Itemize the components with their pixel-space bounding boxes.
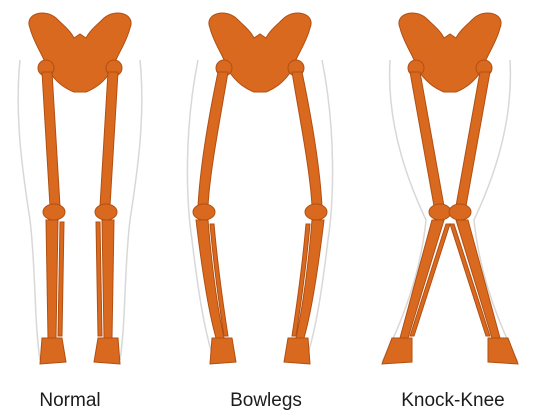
- skeleton-legs-normal-icon: [0, 0, 178, 380]
- skeleton-legs-bowlegs-icon: [180, 0, 358, 380]
- skeleton-legs-knock-knee-icon: [360, 0, 536, 380]
- bowlegs-caption: Bowlegs: [186, 390, 346, 414]
- bowlegs-figure: [180, 0, 358, 380]
- normal-caption: Normal: [10, 390, 130, 414]
- knock-knee-caption: Knock-Knee: [378, 390, 528, 414]
- normal-legs-figure: [0, 0, 178, 380]
- knock-knee-figure: [360, 0, 536, 380]
